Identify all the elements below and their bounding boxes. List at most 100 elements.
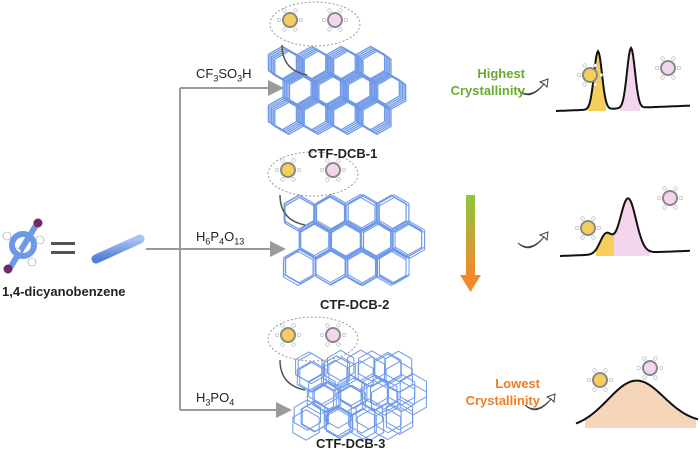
hexagon-pore bbox=[399, 373, 427, 405]
hexagon-pore bbox=[318, 75, 348, 110]
molecule-icon bbox=[654, 56, 682, 80]
hexagon-pore bbox=[328, 356, 356, 389]
hexagon-pore bbox=[332, 101, 363, 136]
hexagon-pore bbox=[385, 398, 413, 431]
equals-sign bbox=[51, 242, 75, 254]
hexagon-pore bbox=[345, 250, 377, 286]
peak-fill bbox=[614, 198, 650, 256]
product-label-2: CTF-DCB-2 bbox=[320, 297, 390, 312]
hexagon-pore bbox=[295, 351, 323, 383]
hexagon-pore bbox=[375, 194, 407, 230]
curved-arrow-icon bbox=[281, 44, 308, 76]
hexagon-pore bbox=[357, 356, 385, 388]
hexagon-pore bbox=[370, 378, 398, 410]
hexagon-pore bbox=[347, 195, 379, 231]
hexagon-pore bbox=[347, 349, 375, 382]
hexagon-pore bbox=[356, 409, 385, 441]
framework-ctf-dcb-2 bbox=[282, 193, 426, 287]
hexagon-pore bbox=[326, 407, 354, 440]
hexagon-pore bbox=[371, 384, 399, 416]
hexagon-pore bbox=[391, 222, 423, 259]
molecule-inset-2 bbox=[267, 151, 359, 226]
dicyanobenzene-molecule-icon bbox=[2, 218, 45, 274]
molecule-icon bbox=[586, 368, 614, 392]
hexagon-pore bbox=[303, 50, 333, 85]
hexagon-pore bbox=[385, 361, 413, 393]
hexagon-pore bbox=[394, 220, 426, 257]
hexagon-pore bbox=[345, 193, 376, 230]
framework-ctf-dcb-3 bbox=[292, 349, 427, 441]
monomer-label: 1,4-dicyanobenzene bbox=[2, 284, 126, 299]
pxrd-pattern-1 bbox=[517, 45, 691, 112]
hexagon-pore bbox=[335, 385, 364, 417]
hexagon-pore bbox=[313, 381, 342, 414]
molecule-inset-1 bbox=[269, 1, 361, 76]
hexagon-pore bbox=[340, 377, 368, 409]
hexagon-pore bbox=[282, 250, 314, 287]
hexagon-pore bbox=[377, 75, 407, 110]
hexagon-pore bbox=[298, 223, 330, 259]
peak-fill bbox=[585, 380, 696, 428]
pxrd-pattern-2 bbox=[517, 197, 690, 257]
crystallinity-gradient-arrow bbox=[460, 195, 481, 292]
peak-fill bbox=[588, 51, 606, 111]
arrow-icon bbox=[517, 231, 549, 249]
framework-ctf-dcb-1 bbox=[267, 45, 407, 136]
hexagon-pore bbox=[288, 75, 319, 110]
rod-icon bbox=[91, 234, 145, 264]
hexagon-pore bbox=[292, 409, 320, 441]
hexagon-pore bbox=[362, 101, 392, 136]
hexagon-pore bbox=[306, 383, 335, 415]
hexagon-pore bbox=[314, 195, 346, 231]
hexagon-pore bbox=[376, 248, 407, 285]
hexagon-pore bbox=[330, 223, 362, 260]
hexagon-pore bbox=[384, 350, 413, 383]
hexagon-pore bbox=[330, 221, 362, 257]
pxrd-curve bbox=[556, 45, 691, 112]
hexagon-pore bbox=[332, 50, 363, 85]
peak-fill bbox=[596, 230, 616, 256]
condition-h6p4o13: H6P4O13 bbox=[196, 229, 245, 247]
hexagon-pore bbox=[299, 361, 327, 393]
molecule-inset-3 bbox=[267, 316, 359, 391]
molecule-icon bbox=[576, 63, 604, 87]
hexagon-pore bbox=[355, 398, 383, 430]
arrow-icon bbox=[517, 78, 549, 96]
hexagon-pore bbox=[337, 374, 365, 407]
hexagon-pore bbox=[301, 400, 330, 433]
hexagon-pore bbox=[322, 355, 351, 387]
hexagon-pore bbox=[283, 194, 315, 230]
hexagon-pore bbox=[349, 408, 377, 440]
molecule-icon bbox=[656, 186, 684, 210]
hexagon-pore bbox=[274, 50, 304, 85]
arrow-icon bbox=[524, 393, 556, 411]
curved-arrow-icon bbox=[279, 194, 306, 226]
hexagon-pore bbox=[378, 196, 410, 233]
pxrd-curve bbox=[560, 197, 690, 257]
hexagon-pore bbox=[360, 380, 388, 412]
hexagon-pore bbox=[274, 101, 304, 136]
pxrd-curve bbox=[575, 379, 699, 425]
hexagon-pore bbox=[300, 400, 328, 433]
hexagon-pore bbox=[378, 248, 410, 284]
hexagon-pore bbox=[297, 352, 325, 385]
hexagon-pore bbox=[303, 101, 333, 136]
hexagon-pore bbox=[323, 405, 352, 437]
condition-h3po4: H3PO4 bbox=[196, 390, 235, 408]
reaction-arrows bbox=[146, 80, 292, 418]
molecule-icon bbox=[574, 216, 602, 240]
condition-cf3so3h: CF3SO3H bbox=[196, 66, 252, 84]
hexagon-pore bbox=[362, 50, 392, 85]
product-label-3: CTF-DCB-3 bbox=[316, 436, 386, 451]
hexagon-pore bbox=[293, 399, 321, 431]
hexagon-pore bbox=[374, 401, 402, 434]
hexagon-pore bbox=[346, 360, 374, 392]
pxrd-pattern-3 bbox=[524, 379, 699, 428]
hexagon-pore bbox=[347, 75, 377, 110]
hexagon-pore bbox=[308, 373, 336, 405]
hexagon-pore bbox=[373, 351, 402, 384]
hexagon-pore bbox=[285, 248, 316, 285]
